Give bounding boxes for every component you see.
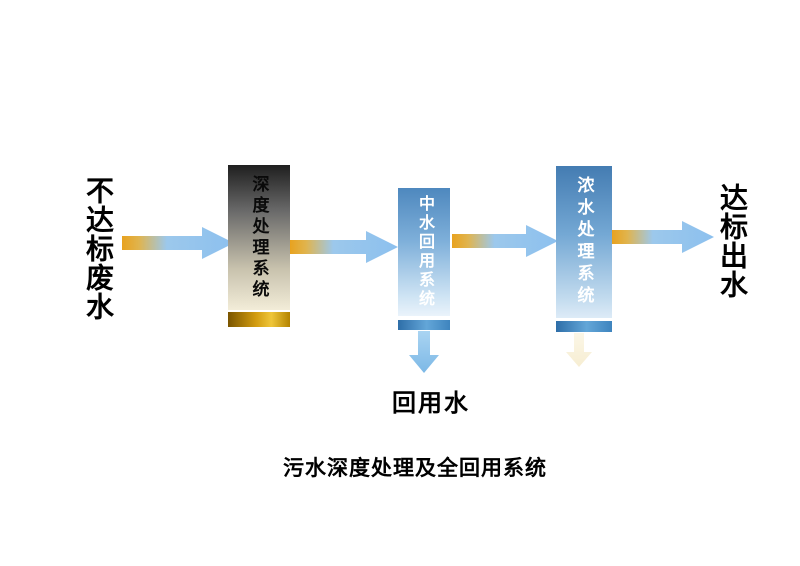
stage-box-2-base-strip xyxy=(398,320,450,330)
reuse-down-arrow-icon xyxy=(409,331,439,373)
stage-label: 浓水处理系统 xyxy=(574,176,594,308)
stage-box-3-base-strip xyxy=(556,321,612,332)
flow-arrow-icon-4 xyxy=(612,221,714,253)
flow-arrow-icon-3 xyxy=(452,225,558,257)
diagram-title: 污水深度处理及全回用系统 xyxy=(283,457,547,480)
input-label: 不达标废水 xyxy=(83,176,114,321)
stage-box-water-reuse: 中水回用系统 xyxy=(398,188,450,316)
faint-down-arrow-icon xyxy=(566,333,592,367)
output-label: 达标出水 xyxy=(717,183,748,299)
flow-arrow-icon-1 xyxy=(122,227,234,259)
stage-box-concentrate-treatment: 浓水处理系统 xyxy=(556,166,612,318)
reuse-water-label: 回用水 xyxy=(392,390,470,417)
flow-arrow-icon-2 xyxy=(290,231,398,263)
stage-label: 深度处理系统 xyxy=(249,174,269,301)
stage-box-deep-treatment: 深度处理系统 xyxy=(228,165,290,310)
stage-box-1-base-strip xyxy=(228,312,290,327)
stage-label: 中水回用系统 xyxy=(416,195,433,309)
